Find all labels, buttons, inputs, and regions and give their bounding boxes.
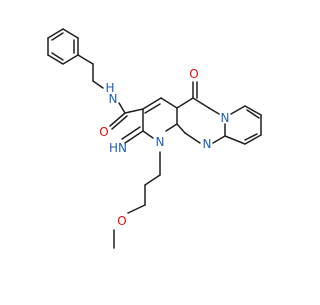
bond	[224, 135, 246, 145]
bond	[244, 105, 262, 116]
ether-o-label: O	[117, 214, 126, 228]
bond	[92, 80, 104, 89]
bond	[176, 97, 194, 109]
bond	[142, 130, 154, 139]
bond	[142, 97, 162, 110]
bond-double	[111, 115, 128, 130]
bond-double	[124, 130, 144, 144]
amide-n-label: N	[109, 92, 118, 106]
bond	[124, 108, 144, 114]
bonds	[47, 28, 262, 249]
bond	[192, 97, 210, 109]
bond	[109, 112, 126, 127]
bond	[62, 54, 79, 65]
bond	[244, 134, 262, 145]
bond	[165, 123, 178, 132]
bond-double	[244, 133, 258, 141]
bond	[176, 123, 186, 134]
bond	[208, 107, 220, 115]
atom-labels: H N O O N HN N N O	[99, 67, 229, 228]
bond	[127, 204, 146, 214]
bond	[47, 28, 64, 39]
ring-n-top-label: N	[221, 111, 230, 125]
bond-double	[51, 52, 64, 61]
ketone-o-label: O	[189, 67, 198, 81]
bond-double	[121, 126, 141, 140]
bond-double	[184, 132, 201, 144]
bond-double	[246, 109, 260, 119]
ring-n-bridge-label: N	[203, 137, 212, 151]
amide-h-label: H	[105, 81, 114, 95]
bond	[230, 105, 246, 115]
bond	[160, 97, 178, 109]
bond	[118, 102, 126, 114]
molecule-canvas: H N O O N HN N N O	[47, 28, 262, 249]
bond-double	[51, 32, 64, 41]
bond	[62, 28, 79, 39]
bond-double	[144, 103, 161, 114]
imine-label: HN	[109, 141, 127, 155]
bond	[144, 174, 161, 186]
bond	[77, 54, 94, 65]
bond	[47, 54, 64, 65]
molecule-structure: H N O O N HN N N O	[47, 28, 262, 249]
bond	[212, 135, 226, 144]
amide-o-label: O	[99, 125, 108, 139]
ring-n1-label: N	[156, 135, 165, 149]
